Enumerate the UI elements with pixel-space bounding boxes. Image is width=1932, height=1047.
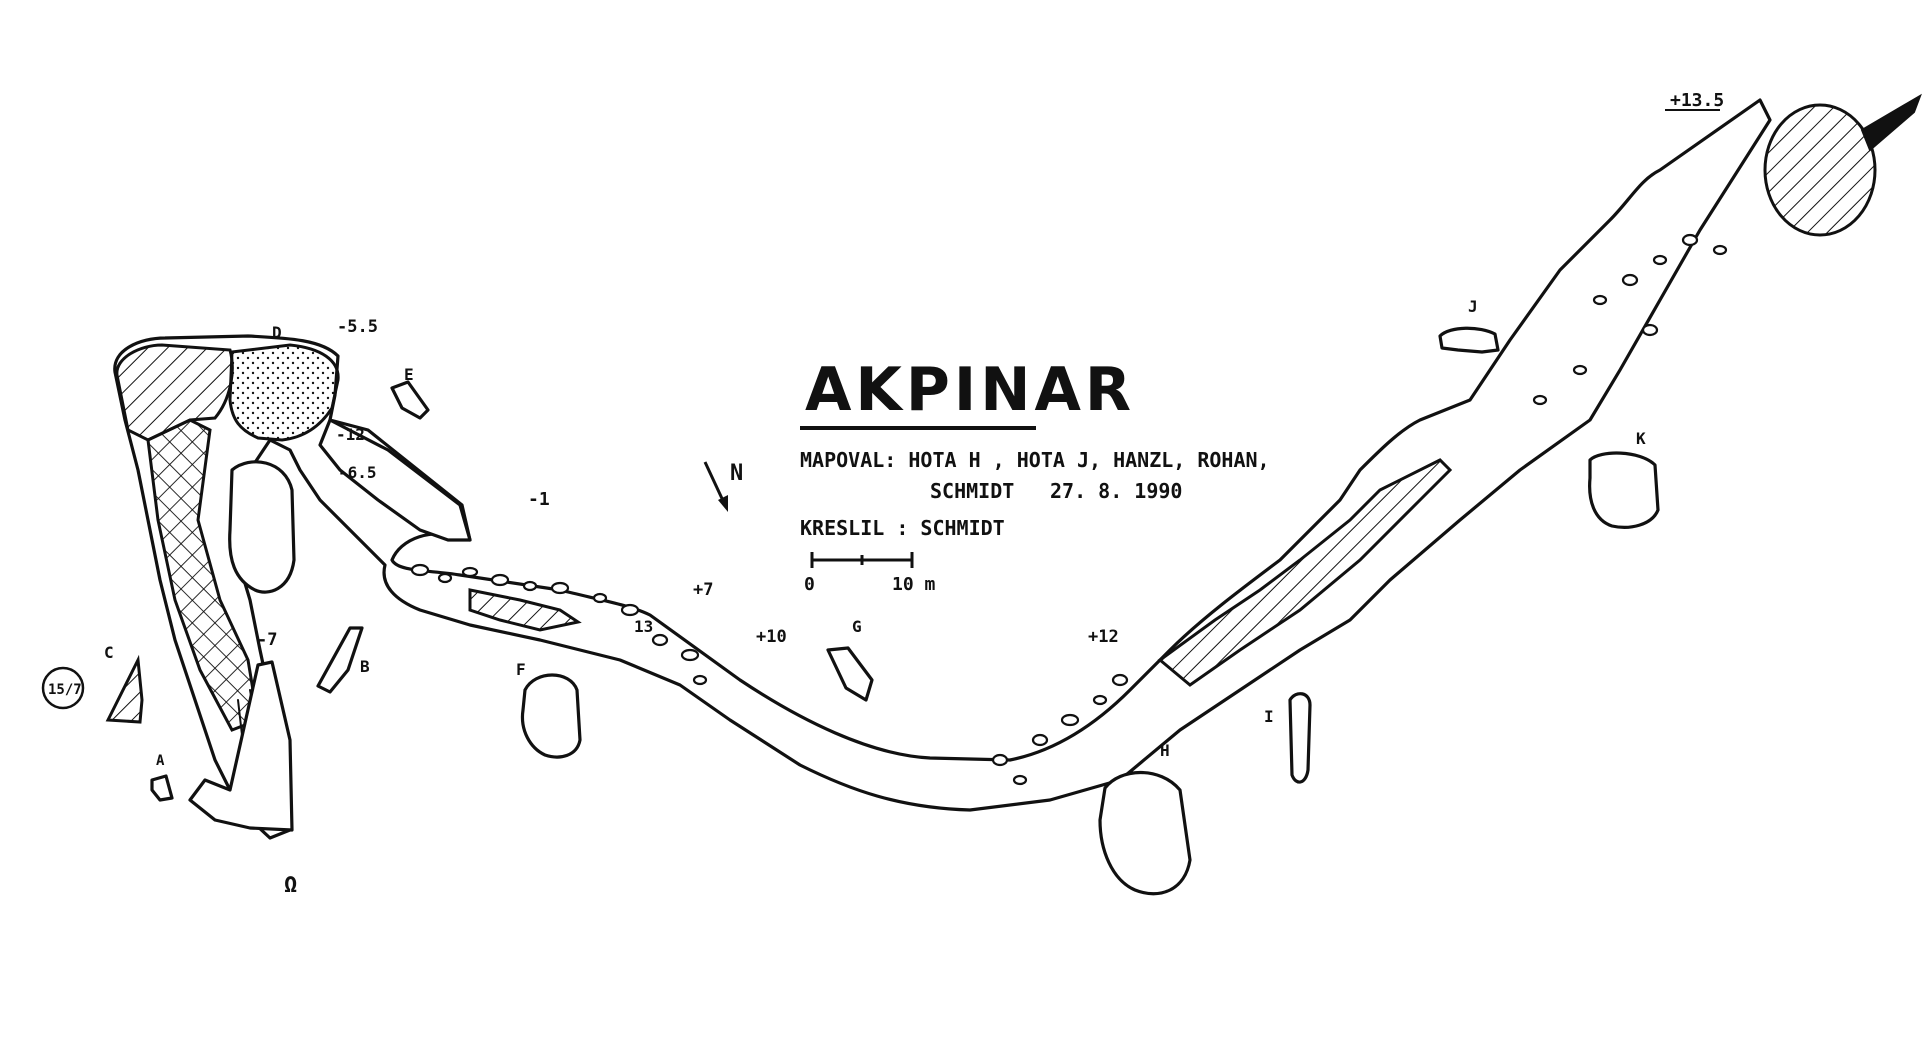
depth-label: +10 (756, 627, 787, 647)
end-chamber (1763, 103, 1877, 237)
map-title: AKPINAR (805, 355, 1135, 425)
section-H-shape (1098, 770, 1192, 896)
scale-bar: 0 10 m (804, 552, 936, 595)
depth-label: -5.5 (337, 317, 378, 337)
lower-left-passage (188, 660, 294, 832)
section-D-shape (228, 460, 296, 594)
section-B-shape (316, 626, 364, 694)
section-label: E (404, 365, 414, 384)
section-G-shape (826, 646, 874, 702)
section-A-shape (150, 774, 174, 802)
badge-text: 15/7 (48, 682, 82, 698)
collapse-block-mid (468, 588, 582, 632)
section-label: J (1468, 297, 1478, 316)
section-label: K (1636, 429, 1646, 448)
collapse-block-right (1157, 458, 1453, 687)
depth-label: +13.5 (1670, 90, 1724, 111)
terminal-fissure (1860, 93, 1922, 152)
section-labels: A B C D E F G H I J K (104, 297, 1646, 769)
section-label: D (272, 323, 282, 342)
credits-line-2: SCHMIDT (930, 479, 1014, 503)
section-label: A (156, 753, 165, 769)
survey-date: 27. 8. 1990 (1050, 479, 1182, 503)
depth-labels: +13.5 -5.5 -12 -6.5 -1 +7 13 +10 +12 -7 (257, 90, 1724, 650)
section-K-shape (1588, 451, 1660, 529)
cross-sections (105, 326, 1660, 896)
section-label: G (852, 617, 862, 636)
section-label: F (516, 660, 526, 679)
section-C-shape (105, 654, 144, 724)
north-arrow: N (703, 461, 743, 512)
section-I-shape (1288, 692, 1312, 784)
drafted-by: KRESLIL : SCHMIDT (800, 516, 1005, 540)
depth-label: +12 (1088, 627, 1119, 647)
section-J-shape (1438, 326, 1500, 354)
depth-label: -12 (336, 425, 365, 444)
entrance-symbol: Ω (284, 873, 297, 898)
section-E-shape (390, 380, 430, 420)
north-label: N (730, 461, 743, 486)
depth-label: -7 (257, 630, 277, 650)
credits-line-1: MAPOVAL: HOTA H , HOTA J, HANZL, ROHAN, (800, 448, 1270, 472)
depth-label: 13 (634, 617, 653, 636)
depth-label: -6.5 (338, 463, 377, 482)
depth-label: -1 (528, 489, 550, 510)
scale-start-label: 0 (804, 574, 815, 595)
circled-badge: 15/7 (41, 666, 85, 710)
title-block: AKPINAR MAPOVAL: HOTA H , HOTA J, HANZL,… (800, 355, 1270, 540)
breakdown-blocks (410, 233, 1728, 786)
depth-label: +7 (693, 580, 713, 600)
sediment-chamber (228, 343, 340, 442)
section-label: C (104, 643, 114, 662)
section-F-shape (520, 673, 582, 759)
section-label: H (1160, 741, 1170, 760)
scale-end-label: 10 m (892, 574, 936, 595)
upper-corridor (318, 418, 472, 542)
section-label: B (360, 657, 370, 676)
section-label: I (1264, 707, 1274, 726)
cave-passage (113, 93, 1922, 840)
